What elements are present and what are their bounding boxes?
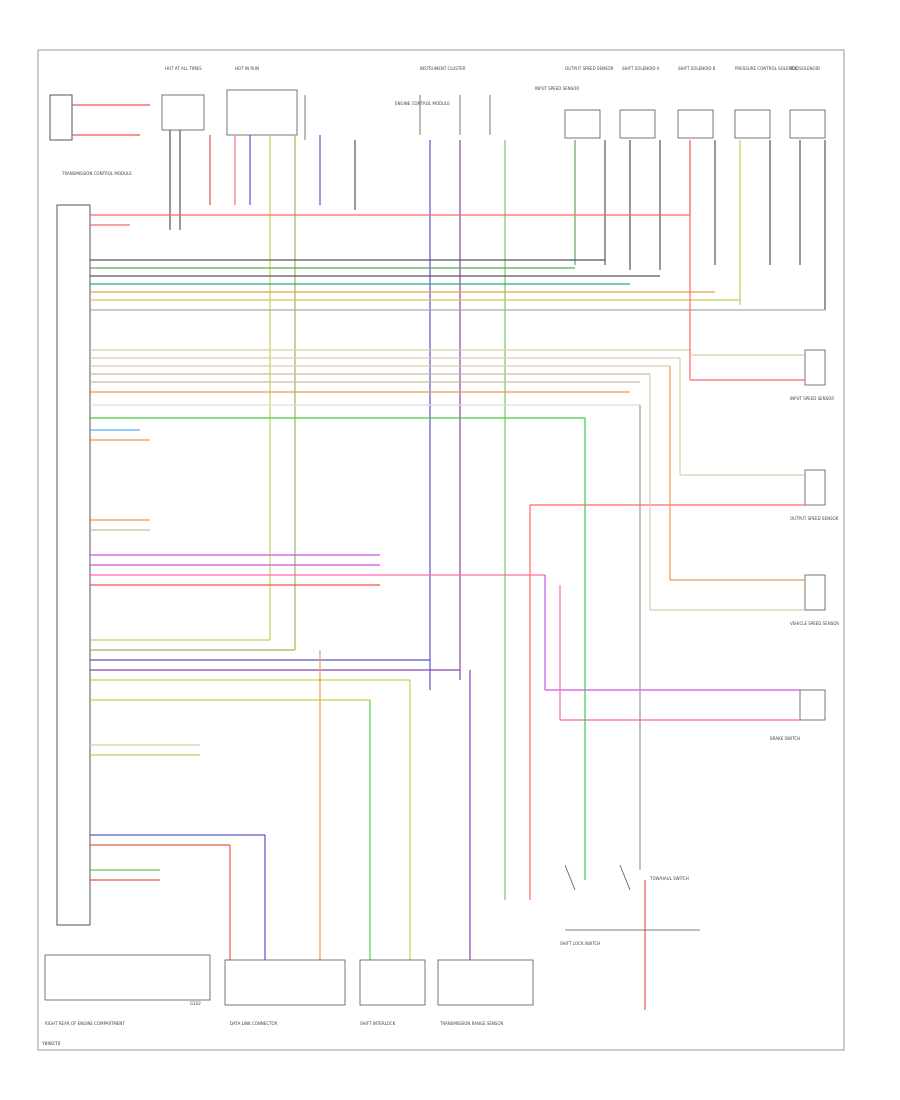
right-label-2: OUTPUT SPEED SENSOR: [790, 516, 839, 521]
bottom-label-1: RIGHT REAR OF ENGINE COMPARTMENT: [45, 1021, 125, 1026]
footer-code: Y8W2T0: [41, 1041, 61, 1047]
module-wires: [90, 214, 825, 881]
top-label-10: TCC SOLENOID: [789, 66, 820, 71]
fuse-block: [49, 94, 73, 141]
right-label-3: VEHICLE SPEED SENSOR: [790, 621, 839, 626]
right-label-4: BRAKE SWITCH: [770, 736, 800, 741]
top-label-6: OUTPUT SPEED SENSOR: [565, 66, 614, 71]
bottom-wires: [229, 405, 646, 1010]
ground-label: G102: [190, 1001, 201, 1006]
bottom-label-5: SHIFT LOCK SWITCH: [560, 941, 600, 946]
bottom-label-6: TOW/HAUL SWITCH: [649, 876, 689, 881]
top-label-5: INPUT SPEED SENSOR: [535, 86, 579, 91]
top-label-7: SHIFT SOLENOID A: [622, 66, 660, 71]
module-body: [56, 204, 91, 926]
right-label-1: INPUT SPEED SENSOR: [790, 396, 834, 401]
top-label-8: SHIFT SOLENOID B: [678, 66, 716, 71]
module-label: TRANSMISSION CONTROL MODULE: [61, 171, 132, 176]
bottom-label-4: TRANSMISSION RANGE SENSOR: [439, 1021, 504, 1026]
right-wires: [530, 215, 805, 721]
top-label-1: HOT AT ALL TIMES: [165, 66, 202, 71]
top-label-4: INSTRUMENT CLUSTER: [420, 66, 466, 71]
bottom-label-2: DATA LINK CONNECTOR: [230, 1021, 278, 1026]
top-label-2: HOT IN RUN: [235, 66, 259, 71]
diagram-frame: [37, 49, 845, 1051]
top-label-3: ENGINE CONTROL MODULE: [395, 101, 450, 106]
top-label-9: PRESSURE CONTROL SOLENOID: [735, 66, 799, 71]
bottom-components: [44, 864, 700, 1006]
top-components: [161, 89, 826, 140]
bottom-label-3: SHIFT INTERLOCK: [360, 1021, 396, 1026]
right-sensors: [799, 349, 826, 721]
